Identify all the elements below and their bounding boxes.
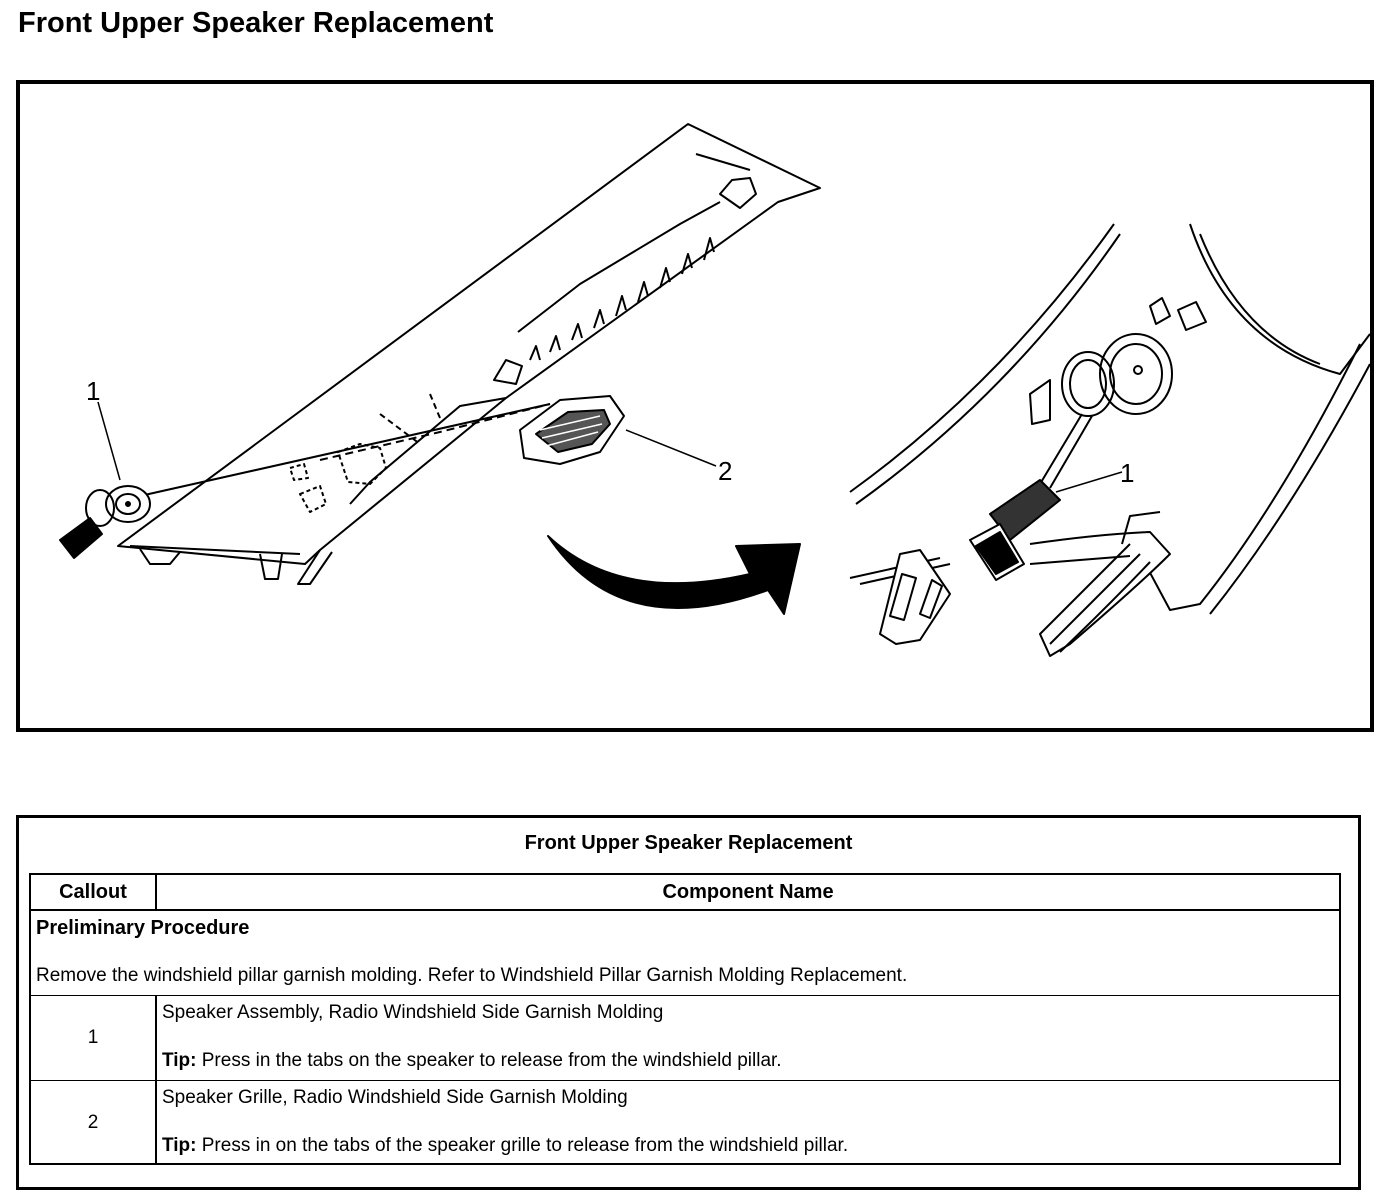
table-row: 1 Speaker Assembly, Radio Windshield Sid… <box>31 996 1339 1081</box>
component-table: Callout Component Name Preliminary Proce… <box>29 873 1341 1165</box>
speaker-grille-drawing <box>519 395 625 465</box>
callout-label-2: 2 <box>718 456 732 486</box>
row-callout: 2 <box>31 1081 157 1165</box>
header-callout: Callout <box>31 875 157 909</box>
row-tip: Tip: Press in on the tabs of the speaker… <box>162 1135 848 1157</box>
callout-label-1-right: 1 <box>1120 458 1134 488</box>
callout-label-1-left: 1 <box>86 376 100 406</box>
speaker-illustration: 1 2 1 <box>59 123 1370 657</box>
header-component-name: Component Name <box>662 881 834 903</box>
tip-label: Tip: <box>162 1050 197 1071</box>
tip-text: Press in the tabs on the speaker to rele… <box>196 1050 782 1071</box>
row-component-name: Speaker Grille, Radio Windshield Side Ga… <box>162 1087 628 1108</box>
speaker-assembly-drawing-left <box>59 485 151 559</box>
table-caption: Front Upper Speaker Replacement <box>524 832 853 854</box>
tip-text: Press in on the tabs of the speaker gril… <box>196 1135 849 1156</box>
direction-arrow <box>547 535 801 615</box>
garnish-molding-drawing <box>117 123 821 585</box>
preliminary-text: Remove the windshield pillar garnish mol… <box>36 965 908 986</box>
table-row: 2 Speaker Grille, Radio Windshield Side … <box>31 1081 1339 1165</box>
table-header-row: Callout Component Name <box>31 875 1339 911</box>
page-title: Front Upper Speaker Replacement <box>18 7 494 39</box>
illustration-frame: 1 2 1 <box>16 80 1374 732</box>
tip-label: Tip: <box>162 1135 197 1156</box>
preliminary-procedure-row: Preliminary Procedure Remove the windshi… <box>31 911 1339 996</box>
row-tip: Tip: Press in the tabs on the speaker to… <box>162 1050 782 1072</box>
preliminary-heading: Preliminary Procedure <box>36 917 250 939</box>
detail-view-drawing <box>849 223 1370 657</box>
row-callout: 1 <box>31 996 157 1080</box>
row-component-name: Speaker Assembly, Radio Windshield Side … <box>162 1002 664 1023</box>
component-table-frame: Front Upper Speaker Replacement Callout … <box>16 815 1361 1190</box>
